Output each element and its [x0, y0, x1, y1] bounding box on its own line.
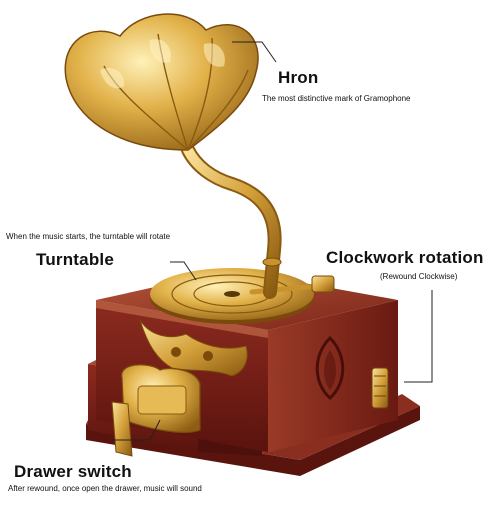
clockwork-title: Clockwork rotation: [326, 248, 484, 267]
drawer-handle-icon[interactable]: [111, 364, 201, 457]
leader-turntable: [170, 261, 197, 281]
drawer-subtitle: After rewound, once open the drawer, mus…: [8, 484, 202, 493]
leader-clockwork: [404, 290, 433, 383]
leader-lines: [112, 41, 433, 441]
gramophone-horn-icon: [64, 13, 259, 151]
turntable-title: Turntable: [36, 250, 114, 269]
tone-arm: [249, 275, 335, 295]
drawer-title: Drawer switch: [14, 462, 132, 481]
turntable-record-icon: [150, 268, 314, 324]
turntable-note: When the music starts, the turntable wil…: [6, 232, 171, 241]
horn-title: Hron: [278, 68, 319, 87]
leader-horn: [232, 41, 277, 63]
box-side: [268, 300, 398, 452]
leader-drawer: [112, 419, 161, 441]
horn-subtitle: The most distinctive mark of Gramophone: [262, 94, 411, 103]
horn-neck: [181, 143, 282, 299]
winding-key-icon[interactable]: [371, 367, 389, 409]
clockwork-subtitle: (Rewound Clockwise): [380, 272, 458, 281]
base-plinth: [86, 394, 420, 476]
front-filigree: [139, 319, 248, 377]
